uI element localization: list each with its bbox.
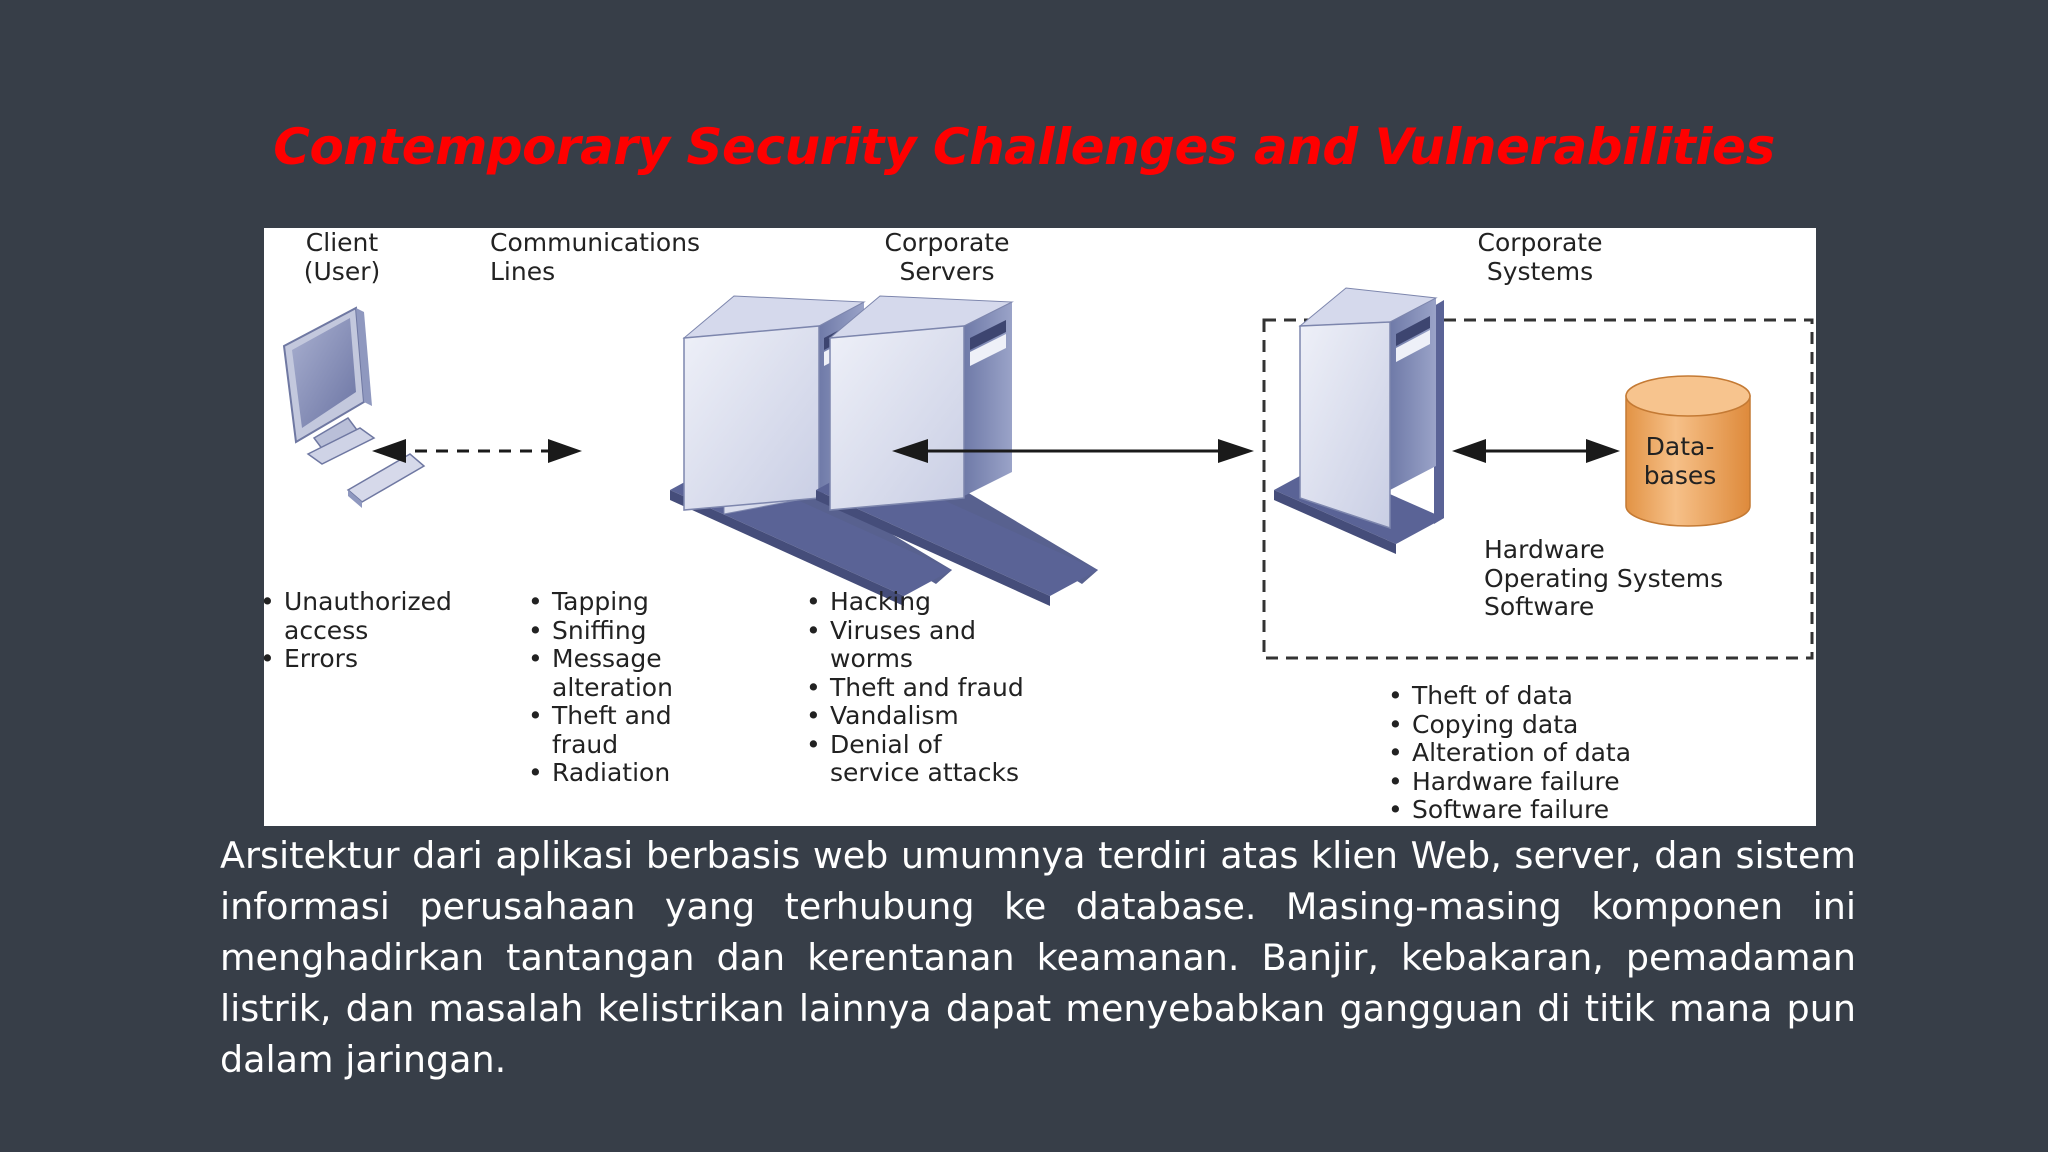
list-item: Errors (260, 644, 452, 674)
slide-title: Contemporary Security Challenges and Vul… (273, 118, 1775, 176)
diagram-graphics (282, 287, 1814, 660)
database-icon (1625, 375, 1751, 527)
column-header-systems: Corporate Systems (1477, 228, 1603, 286)
list-item: Alteration of data (1388, 738, 1631, 768)
database-label: Data- bases (1643, 432, 1717, 490)
list-item: Radiation (528, 758, 673, 788)
list-item: Copying data (1388, 710, 1631, 740)
column-header-communications: Communications Lines (490, 228, 701, 286)
computer-icon (282, 306, 426, 508)
systems-threat-list: Theft of data Copying data Alteration of… (1388, 681, 1631, 825)
server-icon (816, 295, 1098, 606)
column-header-servers: Corporate Servers (884, 228, 1010, 286)
column-header-client: Client (User) (303, 228, 381, 286)
body-paragraph: Arsitektur dari aplikasi berbasis web um… (220, 834, 1856, 1081)
list-item: Vandalism (806, 701, 1024, 731)
list-item: Hardware failure (1388, 767, 1631, 797)
security-diagram: Client (User) Communications Lines Corpo… (260, 228, 1816, 826)
systems-box-label: Hardware Operating Systems Software (1484, 535, 1724, 621)
list-item: Sniffing (528, 616, 673, 646)
list-item: Theft and fraud (806, 673, 1024, 703)
server-icon (1274, 287, 1444, 554)
dashed-arrow (372, 439, 582, 463)
list-item: Tapping (528, 587, 673, 617)
solid-arrow (892, 439, 1254, 463)
list-item: Software failure (1388, 795, 1631, 825)
list-item: Hacking (806, 587, 1024, 617)
solid-arrow (1452, 439, 1620, 463)
corporate-systems-box (1262, 318, 1814, 660)
list-item: Theft of data (1388, 681, 1631, 711)
